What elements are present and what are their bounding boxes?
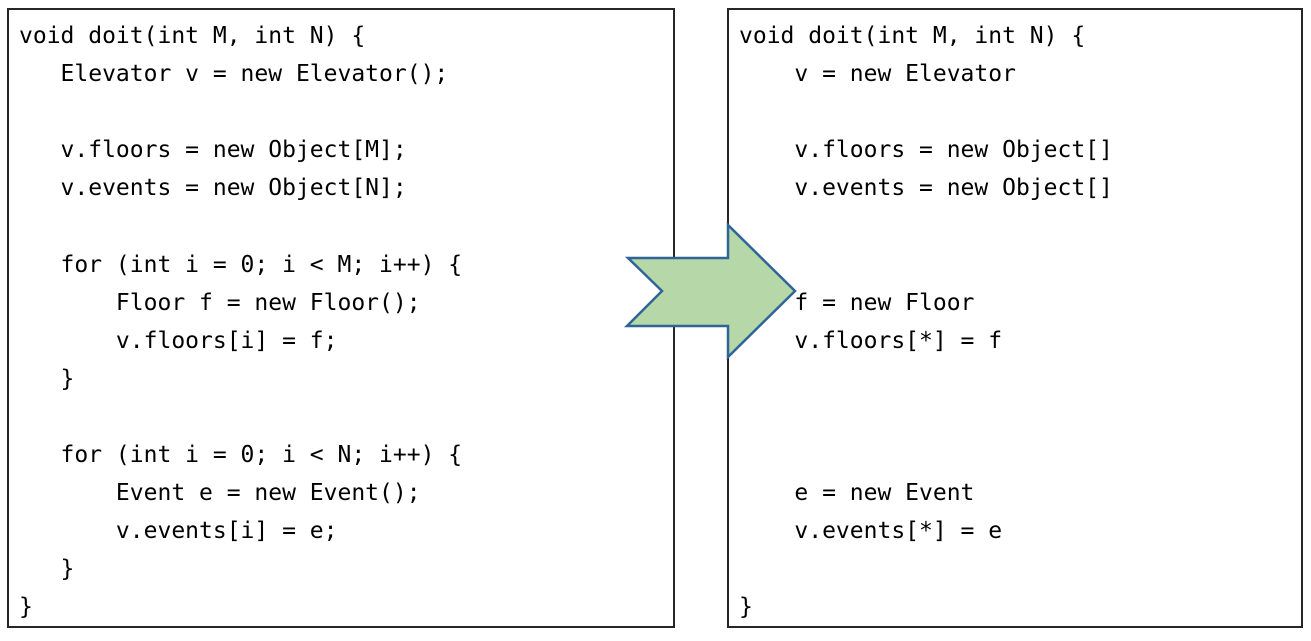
transformed-code-panel: void doit(int M, int N) { v = new Elevat… [727,8,1303,628]
transformed-code-text: void doit(int M, int N) { v = new Elevat… [739,23,1113,621]
transformation-arrow [620,218,804,364]
original-code-panel: void doit(int M, int N) { Elevator v = n… [7,8,675,628]
right-arrow-shape [623,222,797,360]
original-code-text: void doit(int M, int N) { Elevator v = n… [19,23,463,621]
right-arrow-icon [623,222,797,360]
